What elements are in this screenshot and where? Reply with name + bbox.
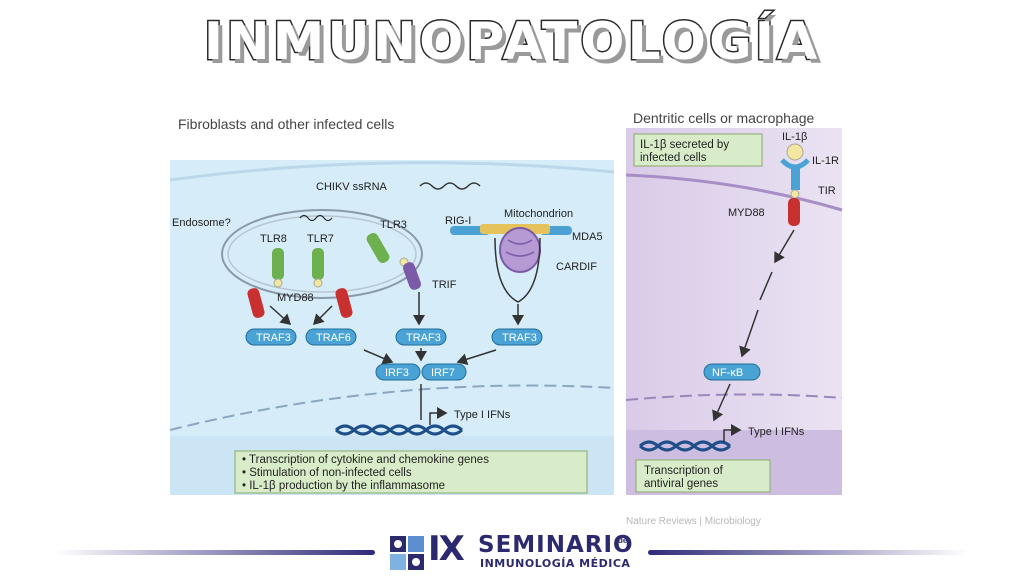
il1r-receptor <box>780 158 810 170</box>
dna-left-icon <box>335 424 463 436</box>
logo-roman-numeral: IX <box>428 529 465 569</box>
tlr3-receptor <box>366 232 390 264</box>
mito-label: Mitochondrion <box>504 208 573 220</box>
mitochondrion-icon <box>499 227 541 273</box>
secreted-line-1: IL-1β secreted by <box>640 139 729 151</box>
myd88-left-label: MYD88 <box>277 292 314 304</box>
rigi-label: RIG-I <box>445 215 471 227</box>
dna-right-icon <box>639 440 731 452</box>
left-panel-label: Fibroblasts and other infected cells <box>178 116 395 132</box>
traf3-a-label: TRAF3 <box>256 332 291 344</box>
tlr7-receptor <box>312 248 324 280</box>
nucleus-membrane <box>169 384 615 431</box>
il1r-label: IL-1R <box>812 155 839 167</box>
myd88-right-label: MYD88 <box>728 207 765 219</box>
seminario-logo <box>390 536 424 570</box>
ssrna-icon <box>419 182 481 190</box>
traf6-label: TRAF6 <box>316 332 351 344</box>
nfkb-label: NF-κB <box>712 367 743 379</box>
trif-protein <box>402 262 422 290</box>
myd88-right-protein <box>788 198 800 226</box>
footer-bar-right <box>648 550 968 555</box>
tir-label: TIR <box>818 185 836 197</box>
traf3-b-label: TRAF3 <box>406 332 441 344</box>
myd88-left-2 <box>335 288 353 318</box>
chikv-label: CHIKV ssRNA <box>316 181 388 193</box>
bullet-1: • Transcription of cytokine and chemokin… <box>242 454 489 466</box>
endosome-outline <box>221 209 423 299</box>
cardif-label: CARDIF <box>556 261 597 273</box>
logo-de: de <box>618 536 628 545</box>
tlr7-label: TLR7 <box>307 233 334 245</box>
cell-membrane-right <box>625 173 843 212</box>
bullet-3: • IL-1β production by the inflammasome <box>242 480 445 492</box>
slide-title: INMUNOPATOLOGÍA <box>202 11 821 74</box>
box-right-line-2: antiviral genes <box>644 478 718 490</box>
tlr8-receptor <box>272 248 284 280</box>
trif-label: TRIF <box>432 279 457 291</box>
endosome-label: Endosome? <box>172 217 231 229</box>
right-panel-label: Dentritic cells or macrophage <box>633 110 815 126</box>
source-credit: Nature Reviews | Microbiology <box>626 516 761 527</box>
tlr3-label: TLR3 <box>380 219 407 231</box>
logo-name: SEMINARIO <box>478 532 634 558</box>
irf3-label: IRF3 <box>385 367 409 379</box>
footer-bar-left <box>55 550 375 555</box>
irf7-label: IRF7 <box>431 367 455 379</box>
bullet-2: • Stimulation of non-infected cells <box>242 467 412 479</box>
right-panel: IL-1β secreted by infected cells IL-1β I… <box>625 128 843 495</box>
box-right-line-1: Transcription of <box>644 465 724 477</box>
il1b-label: IL-1β <box>782 131 807 143</box>
ifn-left-label: Type I IFNs <box>454 409 511 421</box>
tlr8-label: TLR8 <box>260 233 287 245</box>
left-panel: CHIKV ssRNA Endosome? TLR8 TLR7 TLR3 MYD… <box>169 160 615 495</box>
myd88-left-1 <box>247 288 265 318</box>
il1b-icon <box>786 143 804 161</box>
traf3-c-label: TRAF3 <box>502 332 537 344</box>
ifn-right-label: Type I IFNs <box>748 426 805 438</box>
logo-subtitle: INMUNOLOGÍA MÉDICA <box>480 557 631 570</box>
secreted-line-2: infected cells <box>640 152 707 164</box>
mda5-label: MDA5 <box>572 231 603 243</box>
